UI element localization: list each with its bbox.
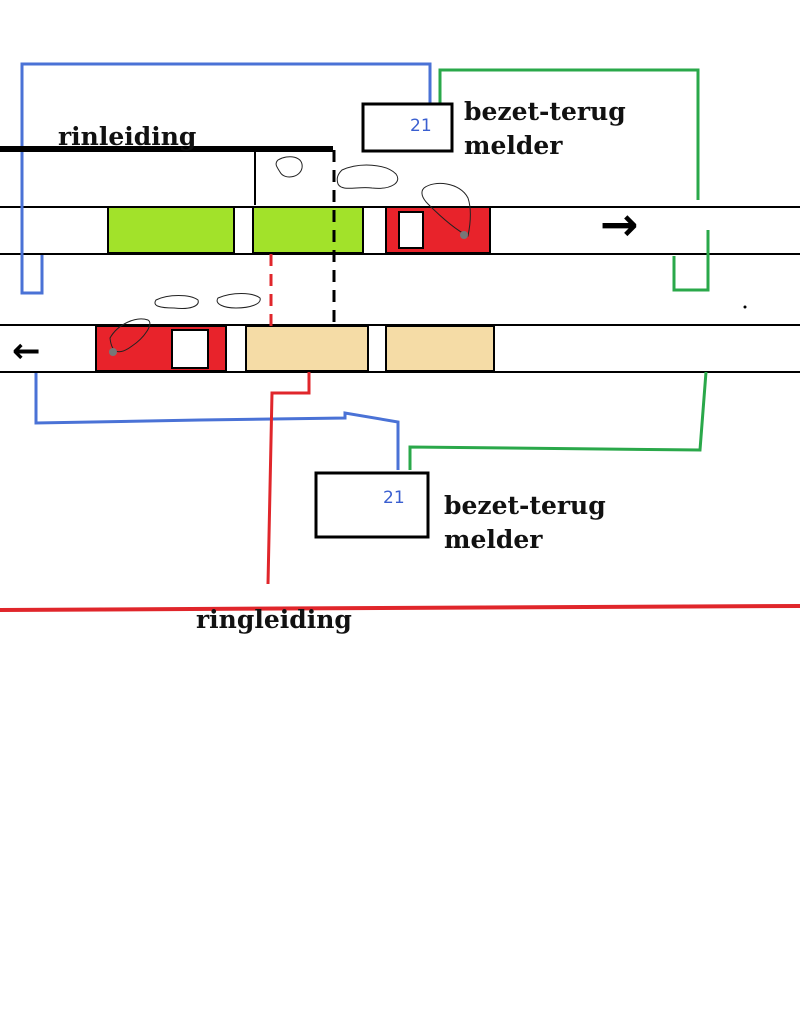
stray-dot bbox=[743, 305, 747, 309]
beige-block-1 bbox=[245, 325, 369, 372]
green-block-2 bbox=[252, 206, 364, 254]
melder-box-bottom bbox=[314, 471, 430, 539]
melder-label-bottom-line2: melder bbox=[444, 525, 543, 554]
scribble-2 bbox=[336, 164, 399, 189]
red-wagon-top-window bbox=[398, 211, 424, 249]
scribble-4 bbox=[154, 295, 199, 309]
green-wire-top-return bbox=[672, 230, 710, 292]
melder-label-bottom-line1: bezet-terug bbox=[444, 491, 606, 520]
scribble-5 bbox=[216, 293, 261, 309]
melder-label-top-line1: bezet-terug bbox=[464, 97, 626, 126]
ring-label-top: rinleiding bbox=[58, 122, 196, 151]
wire-dot-top bbox=[460, 231, 468, 239]
sketch-scribbles bbox=[109, 156, 471, 353]
ring-label-bottom: ringleiding bbox=[196, 605, 352, 634]
arrow-right-icon: → bbox=[600, 197, 639, 251]
green-wire-top bbox=[438, 68, 700, 200]
scribble-6 bbox=[109, 318, 151, 353]
blue-wire-bottom bbox=[34, 373, 400, 470]
blue-wire-top bbox=[20, 62, 432, 295]
red-ring-drop bbox=[266, 372, 311, 585]
beige-block-2 bbox=[385, 325, 495, 372]
scribble-3 bbox=[421, 182, 471, 237]
melder-bottom-number: 21 bbox=[383, 488, 405, 508]
green-wire-bottom bbox=[408, 371, 708, 470]
wire-dot-bottom bbox=[109, 348, 117, 356]
red-ring-wire bbox=[0, 604, 800, 612]
green-block-1 bbox=[107, 206, 235, 254]
red-wagon-bottom-window bbox=[171, 329, 209, 369]
bottom-track-blocks bbox=[95, 325, 495, 372]
top-track-blocks bbox=[107, 206, 491, 254]
arrow-left-icon: ← bbox=[12, 331, 41, 371]
melder-top-number: 21 bbox=[410, 116, 432, 136]
scribble-1 bbox=[275, 156, 303, 178]
melder-box-top bbox=[361, 102, 454, 153]
melder-label-top-line2: melder bbox=[464, 131, 563, 160]
